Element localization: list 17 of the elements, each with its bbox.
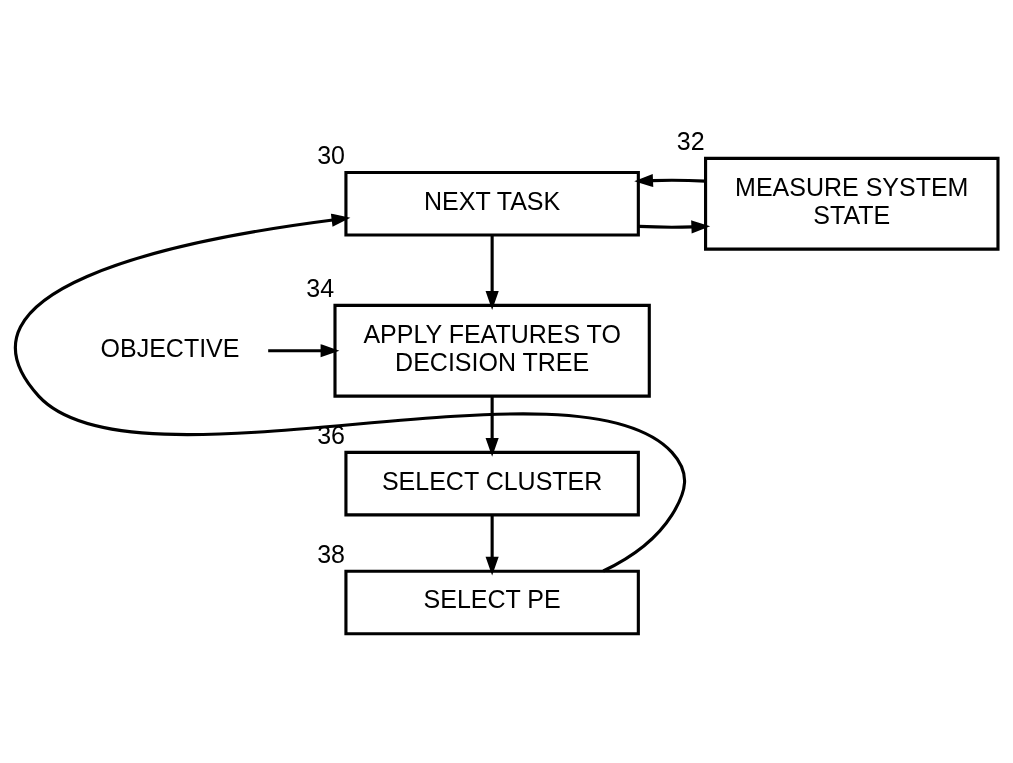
node-label: 30 bbox=[317, 140, 345, 169]
node-text: OBJECTIVE bbox=[100, 333, 240, 362]
node-label: 38 bbox=[317, 539, 345, 568]
node-box: SELECT CLUSTER bbox=[344, 450, 640, 516]
node-box: MEASURE SYSTEM STATE bbox=[704, 156, 1000, 251]
arrow bbox=[485, 514, 499, 576]
arrow bbox=[638, 219, 711, 233]
arrow bbox=[14, 213, 687, 572]
arrow bbox=[485, 395, 499, 457]
node-box: APPLY FEATURES TO DECISION TREE bbox=[333, 303, 651, 398]
node-box: SELECT PE bbox=[344, 569, 640, 635]
arrow bbox=[634, 173, 706, 187]
node-label: 34 bbox=[306, 273, 335, 302]
arrow bbox=[485, 234, 499, 310]
node-label: 32 bbox=[676, 126, 705, 155]
arrow bbox=[268, 343, 340, 357]
node-box: NEXT TASK bbox=[344, 170, 640, 237]
